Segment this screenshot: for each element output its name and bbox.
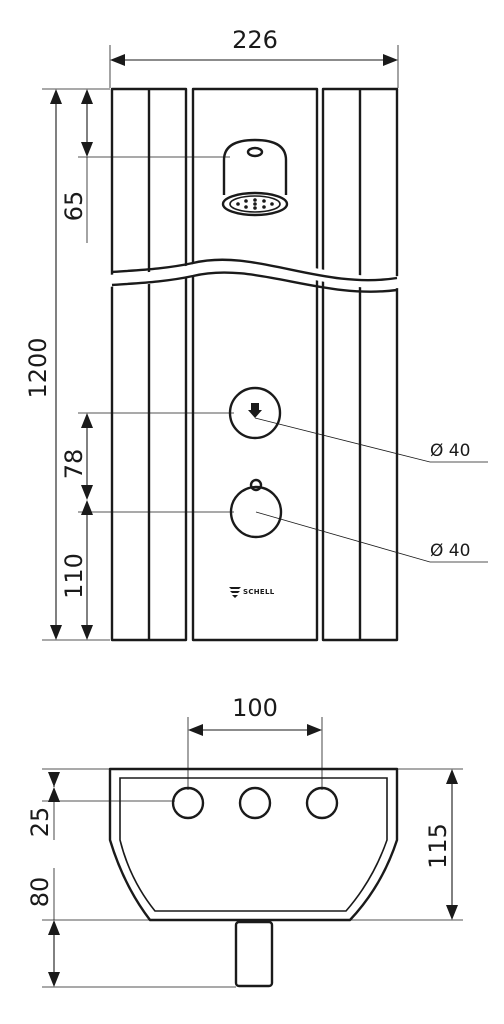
hole-offset-label: 25 [26, 807, 54, 838]
control-bottom-label: 110 [60, 553, 88, 599]
mounting-hole-center [238, 786, 272, 820]
width-dimension: 226 [109, 26, 399, 88]
panel-upper-section [110, 87, 399, 277]
bottom-view: 100 25 115 80 [26, 694, 463, 988]
depth-label: 115 [424, 823, 452, 869]
hole-spacing-label: 100 [232, 694, 278, 722]
temperature-knob-icon [229, 478, 283, 539]
control-bottom-dimension: 110 [60, 514, 93, 640]
front-view: SCHELL 226 1200 65 [24, 26, 488, 642]
schell-logo: SCHELL [229, 587, 275, 598]
height-dimension: 1200 [24, 88, 110, 641]
pipe-length-dimension: 80 [26, 868, 236, 988]
supply-pipe [234, 920, 274, 988]
lower-diameter-label: Ø 40 [430, 541, 470, 561]
depth-dimension: 115 [350, 768, 463, 921]
shower-head-icon [221, 138, 289, 217]
width-label: 226 [232, 26, 278, 54]
hole-spacing-dimension: 100 [187, 694, 323, 790]
control-spacing-dimension: 78 [60, 412, 234, 515]
pipe-length-label: 80 [26, 877, 54, 908]
center-panel-lower [191, 269, 319, 642]
center-panel [191, 87, 319, 277]
bottom-housing-outline [108, 767, 399, 922]
upper-break-line [111, 258, 398, 282]
upper-diameter-label: Ø 40 [430, 441, 470, 461]
panel-lower-section [110, 269, 399, 642]
mounting-hole-right [305, 786, 339, 820]
push-button-icon [228, 386, 282, 440]
shower-offset-label: 65 [60, 191, 88, 222]
upper-diameter-callout: Ø 40 [254, 417, 488, 463]
hole-offset-dimension: 25 [26, 768, 175, 840]
brand-label: SCHELL [243, 588, 275, 596]
height-label: 1200 [24, 337, 52, 398]
control-spacing-label: 78 [60, 449, 88, 480]
mounting-hole-left [171, 786, 205, 820]
lower-break-line [111, 271, 398, 293]
shower-offset-dimension: 65 [60, 89, 230, 243]
lower-diameter-callout: Ø 40 [255, 511, 488, 563]
